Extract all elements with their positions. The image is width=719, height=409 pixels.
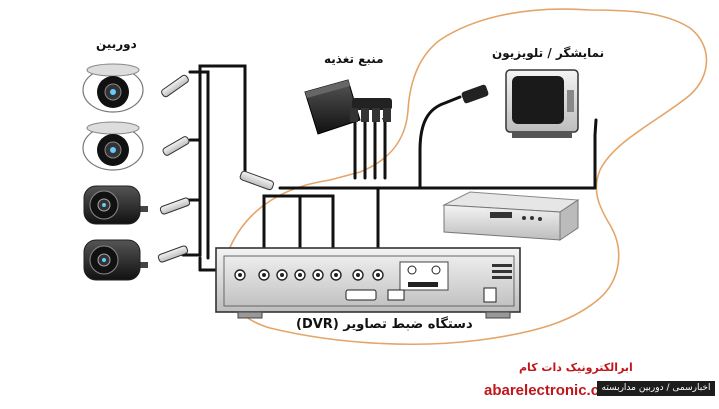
category-badge: اخبارسمی / دوربین مداربسته xyxy=(597,381,715,396)
dvr-label: دستگاه ضبط تصاویر (DVR) xyxy=(296,317,473,332)
brand-url[interactable]: abarelectronic.com xyxy=(484,382,622,399)
cameras-label: دوربین xyxy=(96,37,137,51)
hand-drawn-outline xyxy=(221,8,708,346)
dvr-back-panel xyxy=(215,247,521,319)
dome-camera-2 xyxy=(82,121,144,171)
bullet-camera-2 xyxy=(83,239,148,281)
dome-camera-1 xyxy=(82,63,144,113)
video-cables xyxy=(181,64,598,272)
crt-monitor xyxy=(461,69,579,138)
brand-name-fa: ابرالکترونیک دات کام xyxy=(519,361,633,374)
monitor-tv-label: نمایشگر / تلویزیون xyxy=(492,46,605,60)
dvr-device-front xyxy=(442,191,580,241)
bullet-camera-1 xyxy=(83,185,148,225)
power-supply xyxy=(304,79,392,135)
power-supply-label: منبع تغذیه xyxy=(324,52,384,66)
bnc-connectors xyxy=(157,74,274,263)
